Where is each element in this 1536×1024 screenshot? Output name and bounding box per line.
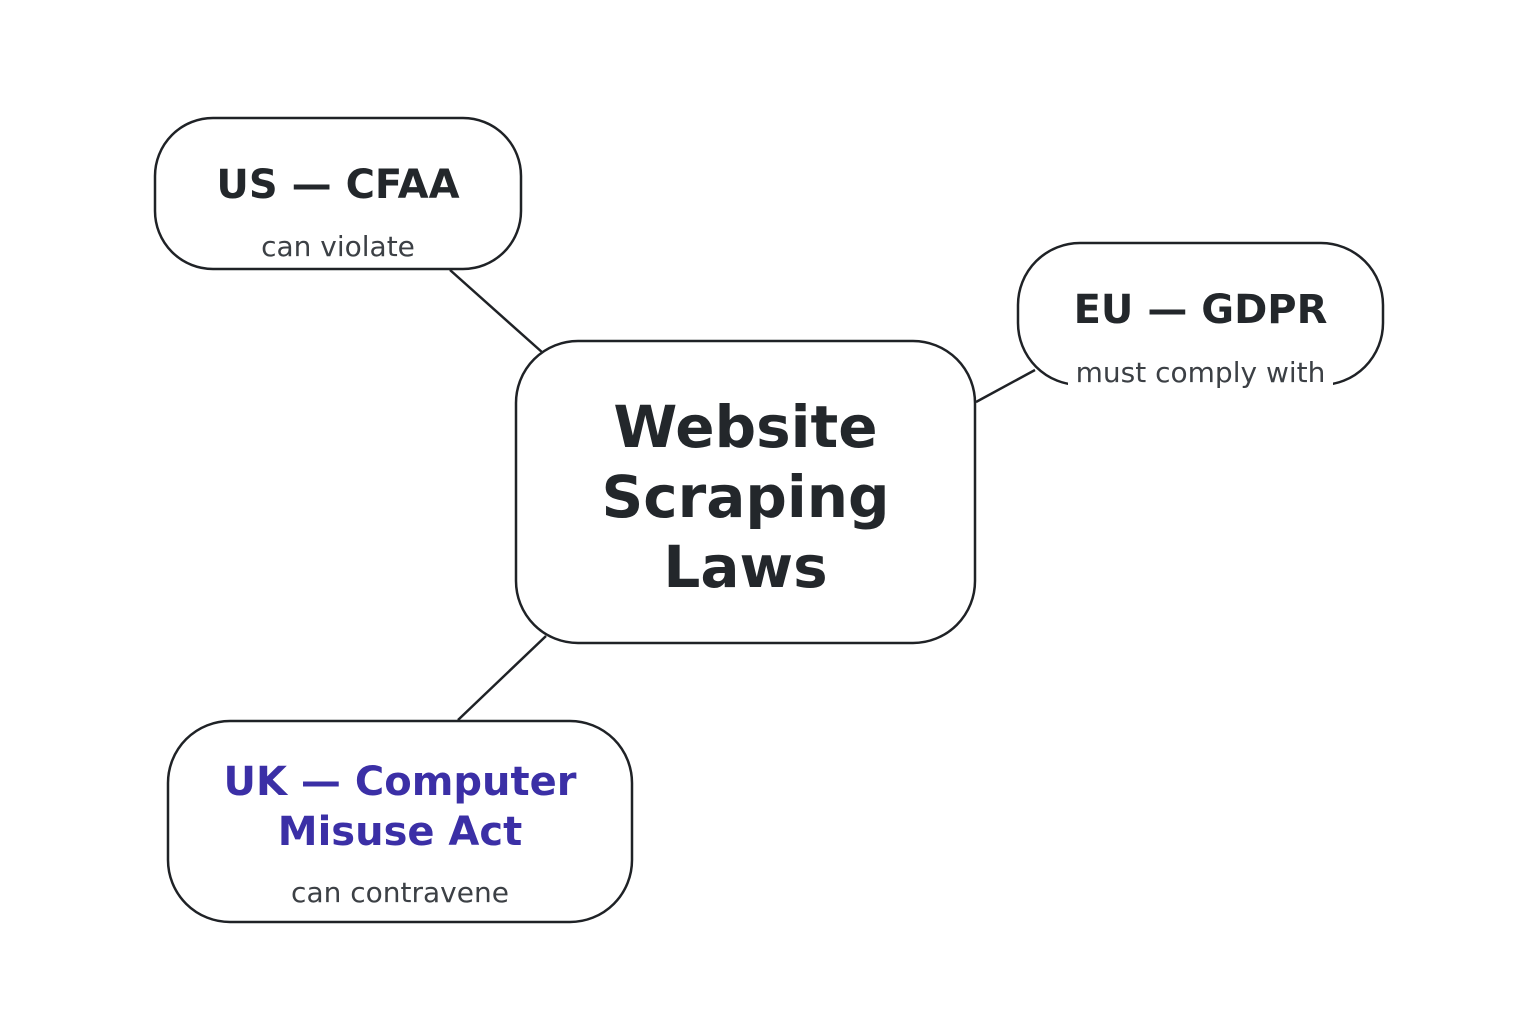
uk-node-title: UK — Computer Misuse Act [168,757,632,857]
center-title-line-2: Scraping [601,463,890,531]
us-node-title: US — CFAA [216,162,460,208]
connector-uk [457,635,547,721]
us-node-box [153,116,523,271]
center-title-line-1: Website [613,393,878,461]
uk-node-relation-wrap: can contravene [168,874,632,912]
us-node-relation: can violate [253,230,423,263]
uk-node-box [166,719,634,924]
eu-node-relation: must comply with [1067,356,1334,389]
center-title-line-3: Laws [663,533,828,601]
eu-node-relation-wrap: must comply with [1018,354,1383,392]
center-title: Website Scraping Laws [516,392,975,602]
uk-node-relation: can contravene [283,876,517,909]
uk-node-title-line-1: UK — Computer [223,759,577,805]
connector-us [449,269,544,354]
center-node-box [514,339,977,645]
uk-node-title-line-2: Misuse Act [277,809,523,855]
us-node-relation-wrap: can violate [155,228,521,266]
eu-node-title: EU — GDPR [1073,287,1328,333]
connector-eu [975,368,1036,404]
